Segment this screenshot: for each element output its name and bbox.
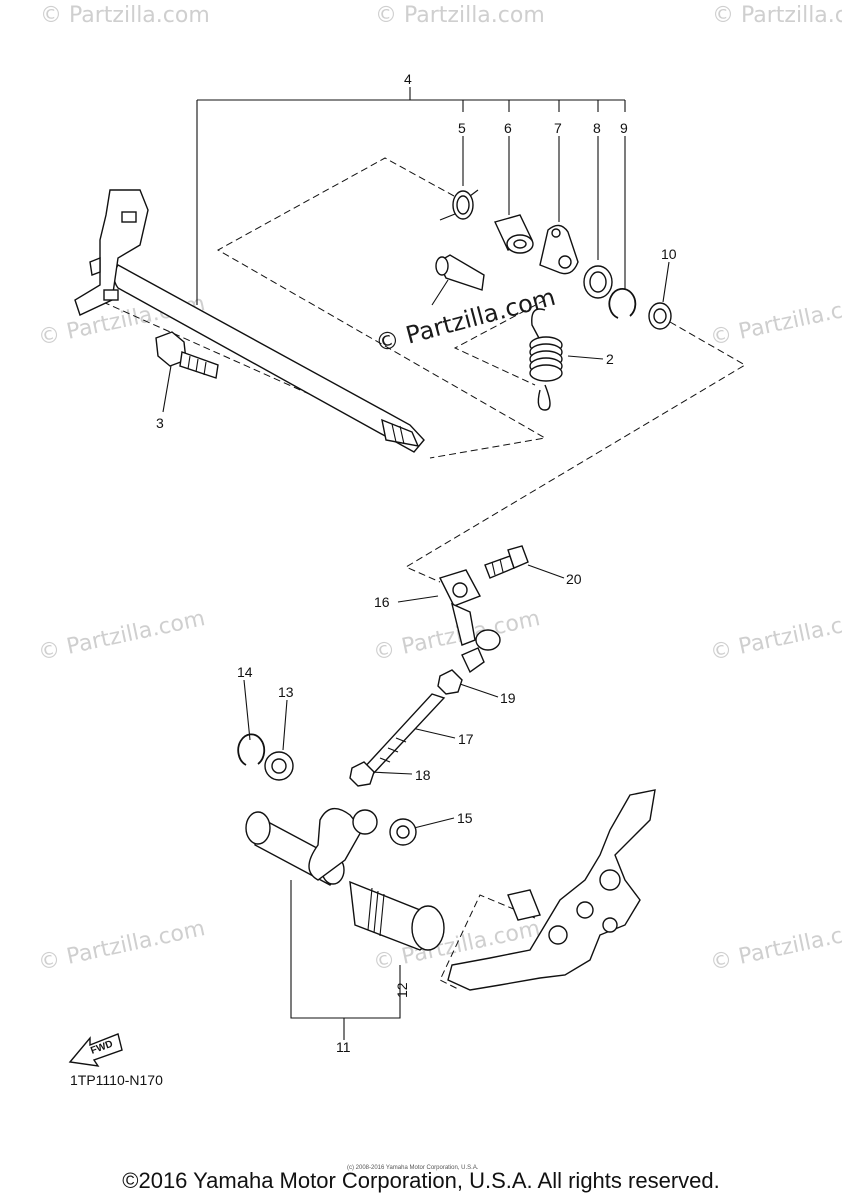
leader-lines [162, 136, 670, 1040]
callout-13: 13 [278, 684, 294, 700]
rubber-grip [349, 880, 445, 951]
diagram-code: 1TP1110-N170 [70, 1072, 163, 1088]
callout-8: 8 [593, 120, 601, 136]
pin [435, 254, 485, 291]
shift-arm-16 [439, 569, 501, 674]
bolt-20 [484, 545, 529, 579]
tension-spring [529, 308, 563, 411]
fwd-arrow-icon: FWD [68, 1033, 123, 1067]
shift-pedal [245, 807, 378, 886]
watermark: © Partzilla.com [40, 3, 210, 28]
callout-10: 10 [661, 246, 677, 262]
copyright-notice: ©2016 Yamaha Motor Corporation, U.S.A. A… [122, 1168, 719, 1193]
callout-6: 6 [504, 120, 512, 136]
callout-4: 4 [404, 71, 412, 87]
washer-8 [583, 265, 613, 299]
callout-3: 3 [156, 415, 164, 431]
collar [494, 214, 534, 254]
callout-2: 2 [606, 351, 614, 367]
watermark: © Partzilla.com [36, 606, 207, 666]
watermark: © Partzilla.com [708, 291, 842, 351]
watermark: © Partzilla.com [708, 606, 842, 666]
callout-16: 16 [374, 594, 390, 610]
circlip-9 [608, 287, 637, 319]
watermark: © Partzilla.com [708, 916, 842, 976]
callouts: 4 5 6 7 8 9 10 2 3 20 16 14 13 19 17 18 … [156, 71, 677, 1055]
callout-15: 15 [457, 810, 473, 826]
callout-18: 18 [415, 767, 431, 783]
callout-11: 11 [336, 1039, 351, 1055]
assembly-guides [102, 157, 746, 991]
callout-7: 7 [554, 120, 562, 136]
callout-19: 19 [500, 690, 516, 706]
nut-18 [349, 761, 375, 787]
tie-rod [360, 693, 446, 776]
circlip-14 [237, 733, 266, 766]
watermark: © Partzilla.com [375, 3, 545, 28]
shift-shaft [74, 189, 425, 453]
torsion-spring [439, 189, 479, 221]
watermark: © Partzilla.com [36, 916, 207, 976]
washer-15 [389, 818, 417, 846]
washer-10 [648, 302, 672, 330]
watermarks: © Partzilla.com © Partzilla.com © Partzi… [36, 3, 842, 976]
callout-14: 14 [237, 664, 253, 680]
stopper-bolt [155, 331, 219, 379]
washer-13 [264, 751, 294, 781]
callout-12: 12 [394, 982, 410, 998]
callout-17: 17 [458, 731, 474, 747]
callout-20: 20 [566, 571, 582, 587]
bracket-4 [196, 87, 626, 305]
callout-9: 9 [620, 120, 628, 136]
callout-5: 5 [458, 120, 466, 136]
watermark: © Partzilla.com [712, 3, 842, 28]
small-copyright: (c) 2008-2016 Yamaha Motor Corporation, … [347, 1165, 479, 1171]
shift-arm [539, 224, 579, 275]
frame-bracket [447, 789, 656, 991]
nut-19 [437, 669, 463, 695]
